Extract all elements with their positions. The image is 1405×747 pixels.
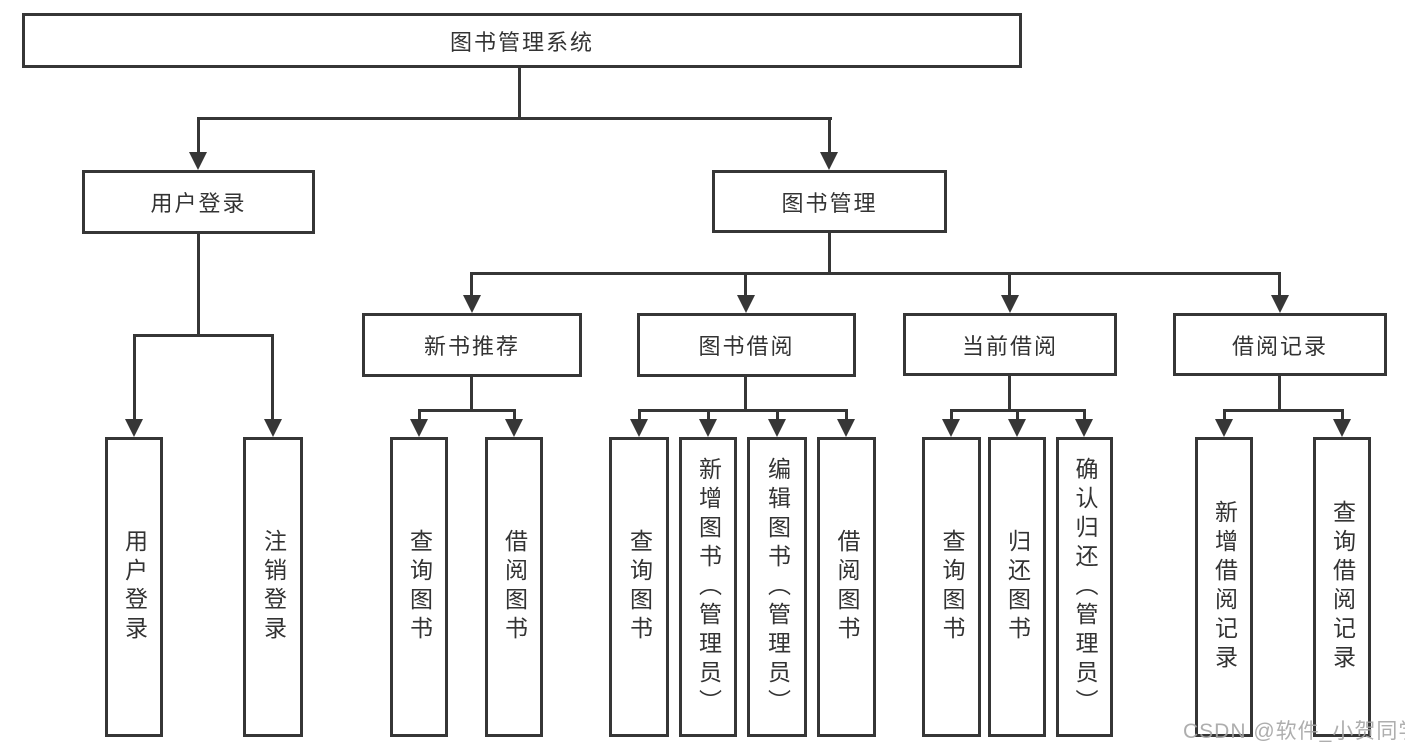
connector-drop-bb3 <box>776 409 779 423</box>
connector-bookmgmt-hline <box>470 272 1281 275</box>
leaf-bb-query-books-label: 查询图书 <box>626 529 653 645</box>
arrowhead-nb2 <box>505 419 523 437</box>
node-root-label: 图书管理系统 <box>449 29 594 55</box>
connector-drop-cb3 <box>1083 409 1086 423</box>
connector-root-stem <box>518 68 521 119</box>
arrowhead-user-login <box>189 152 207 170</box>
arrowhead-rb1 <box>1215 419 1233 437</box>
connector-drop-newbook <box>470 272 473 298</box>
leaf-cb-return-books: 归还图书 <box>988 437 1046 737</box>
connector-bookmgmt-stem <box>828 233 831 275</box>
leaf-logout: 注销登录 <box>243 437 303 737</box>
connector-drop-nb1 <box>418 409 421 423</box>
connector-record-stem <box>1278 376 1281 412</box>
node-current-borrow-label: 当前借阅 <box>961 333 1058 359</box>
arrowhead-cb1 <box>942 419 960 437</box>
arrowhead-bb3 <box>768 419 786 437</box>
arrowhead-cb3 <box>1075 419 1093 437</box>
node-user-login-label: 用户登录 <box>150 191 247 216</box>
connector-drop-leaf-login <box>133 334 136 422</box>
leaf-bb-add-books-admin-label: 新增图书（管理员） <box>695 456 722 718</box>
arrowhead-cb2 <box>1008 419 1026 437</box>
connector-borrow-hline <box>638 409 848 412</box>
connector-root-hline <box>197 117 832 120</box>
node-new-book-recommend: 新书推荐 <box>362 313 582 377</box>
leaf-bb-borrow-books: 借阅图书 <box>817 437 876 737</box>
connector-userlogin-stem <box>197 234 200 336</box>
leaf-logout-label: 注销登录 <box>260 529 287 645</box>
leaf-rb-add-record: 新增借阅记录 <box>1195 437 1253 737</box>
arrowhead-bb1 <box>630 419 648 437</box>
arrowhead-bb2 <box>699 419 717 437</box>
node-book-mgmt-label: 图书管理 <box>781 190 878 216</box>
connector-userlogin-hline <box>133 334 274 337</box>
leaf-rb-add-record-label: 新增借阅记录 <box>1211 500 1238 674</box>
node-book-borrow-label: 图书借阅 <box>698 334 795 359</box>
connector-newbook-hline <box>418 409 516 412</box>
leaf-user-login-label: 用户登录 <box>121 529 148 645</box>
connector-drop-nb2 <box>513 409 516 423</box>
leaf-bb-add-books-admin: 新增图书（管理员） <box>679 437 737 737</box>
arrowhead-leaf-login <box>125 419 143 437</box>
leaf-cb-query-books-label: 查询图书 <box>939 529 965 645</box>
leaf-rb-query-record: 查询借阅记录 <box>1313 437 1371 737</box>
leaf-nb-query-books: 查询图书 <box>390 437 448 737</box>
connector-drop-cb1 <box>950 409 953 423</box>
leaf-nb-borrow-books-label: 借阅图书 <box>501 529 528 645</box>
leaf-cb-confirm-return-admin: 确认归还（管理员） <box>1056 437 1113 737</box>
connector-drop-current <box>1008 272 1011 298</box>
node-book-borrow: 图书借阅 <box>637 313 856 377</box>
leaf-rb-query-record-label: 查询借阅记录 <box>1329 500 1356 674</box>
node-book-mgmt: 图书管理 <box>712 170 947 233</box>
connector-drop-cb2 <box>1016 409 1019 423</box>
connector-drop-rb1 <box>1223 409 1226 423</box>
connector-drop-bb2 <box>707 409 710 423</box>
leaf-bb-edit-books-admin: 编辑图书（管理员） <box>747 437 807 737</box>
leaf-nb-query-books-label: 查询图书 <box>406 529 433 645</box>
arrowhead-book-mgmt <box>820 152 838 170</box>
leaf-bb-borrow-books-label: 借阅图书 <box>834 529 860 645</box>
connector-drop-record <box>1278 272 1281 298</box>
node-user-login: 用户登录 <box>82 170 315 234</box>
connector-drop-book-mgmt <box>828 117 831 155</box>
connector-drop-rb2 <box>1341 409 1344 423</box>
connector-newbook-stem <box>470 377 473 412</box>
leaf-cb-query-books: 查询图书 <box>922 437 981 737</box>
arrowhead-nb1 <box>410 419 428 437</box>
connector-drop-bb4 <box>845 409 848 423</box>
connector-drop-leaf-logout <box>271 334 274 422</box>
leaf-nb-borrow-books: 借阅图书 <box>485 437 543 737</box>
arrowhead-borrow <box>737 295 755 313</box>
node-borrow-record-label: 借阅记录 <box>1231 333 1328 359</box>
leaf-cb-confirm-return-admin-label: 确认归还（管理员） <box>1072 456 1098 718</box>
connector-drop-user-login <box>197 117 200 155</box>
connector-current-stem <box>1008 376 1011 412</box>
connector-borrow-stem <box>744 377 747 412</box>
csdn-watermark: CSDN @软件_小贺同学 <box>1183 720 1405 743</box>
connector-record-hline <box>1223 409 1344 412</box>
connector-drop-borrow <box>744 272 747 298</box>
arrowhead-newbook <box>463 295 481 313</box>
leaf-cb-return-books-label: 归还图书 <box>1004 529 1031 645</box>
node-new-book-recommend-label: 新书推荐 <box>423 334 520 359</box>
connector-drop-bb1 <box>638 409 641 423</box>
arrowhead-bb4 <box>837 419 855 437</box>
node-root: 图书管理系统 <box>22 13 1022 68</box>
arrowhead-record <box>1271 295 1289 313</box>
arrowhead-rb2 <box>1333 419 1351 437</box>
leaf-bb-query-books: 查询图书 <box>609 437 669 737</box>
arrowhead-current <box>1001 295 1019 313</box>
node-borrow-record: 借阅记录 <box>1173 313 1387 376</box>
arrowhead-leaf-logout <box>264 419 282 437</box>
node-current-borrow: 当前借阅 <box>903 313 1117 376</box>
leaf-bb-edit-books-admin-label: 编辑图书（管理员） <box>764 456 791 718</box>
leaf-user-login: 用户登录 <box>105 437 163 737</box>
